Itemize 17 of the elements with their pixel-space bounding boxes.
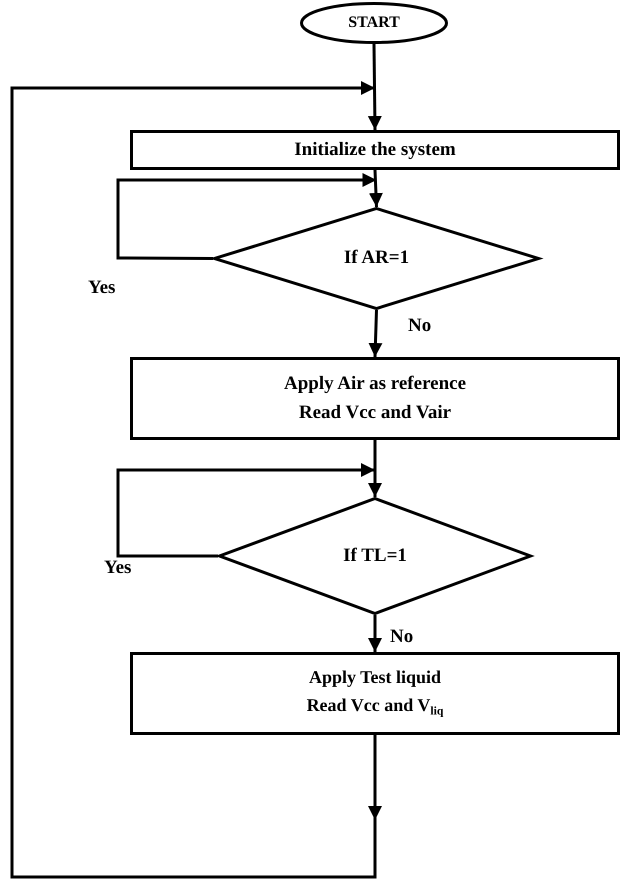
node-text: Initialize the system: [294, 140, 456, 160]
node-text: If AR=1: [344, 248, 410, 269]
node-text: Read Vcc and Vair: [298, 402, 452, 424]
node-text: Apply Air as reference: [284, 374, 466, 394]
node-text: If TL=1: [343, 546, 407, 566]
node-text: Apply Test liquid: [308, 668, 442, 688]
process-box: [130, 652, 620, 735]
edge-label: Yes: [104, 558, 132, 577]
edge-label: No: [408, 316, 432, 335]
process-box: [130, 130, 620, 170]
edge-label: Yes: [88, 278, 116, 297]
node-text: START: [348, 14, 400, 32]
terminator-ellipse: [300, 2, 448, 44]
node-text: Read Vcc and V$_{liq}$: [306, 696, 444, 719]
edge-label: No: [390, 627, 414, 646]
decision-diamond: [218, 497, 532, 615]
process-box: [130, 357, 620, 440]
